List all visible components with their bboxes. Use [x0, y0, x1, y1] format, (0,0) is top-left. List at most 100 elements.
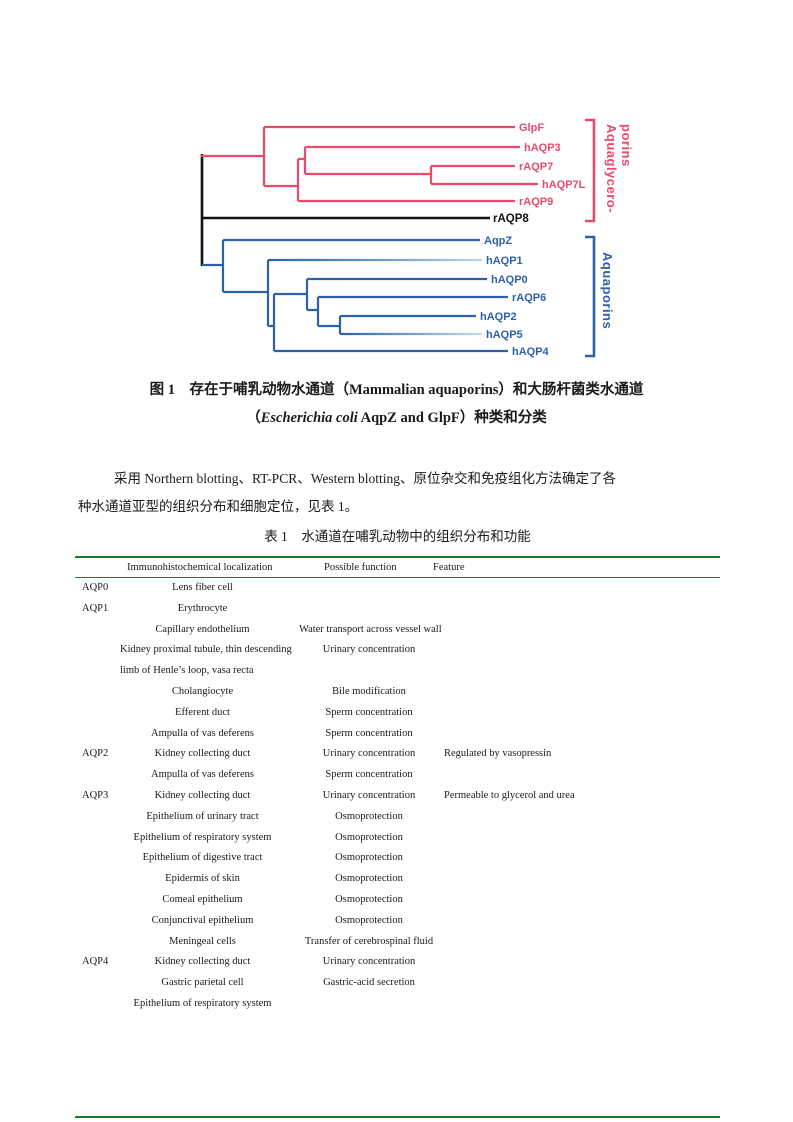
group-label-aquaglyceroporins-line1: Aquaglycero- [604, 124, 619, 214]
cell-function: Urinary concentration [322, 956, 416, 968]
cell-feature: Regulated by vasopressin [444, 748, 552, 760]
cell-aqp-label [82, 765, 122, 786]
cell-localization: Gastric parietal cell [161, 977, 244, 989]
cell-aqp-label [82, 620, 122, 641]
cell-function: Osmoprotection [335, 914, 403, 926]
table-row: AQP4 Kidney collecting duct Urinary concen… [75, 952, 720, 973]
cell-function: Water transport across vessel wall [299, 623, 442, 635]
taxon-label-haqp4: hAQP4 [512, 346, 550, 358]
cell-localization: Comeal epithelium [162, 893, 243, 905]
cell-function: Urinary concentration [322, 789, 416, 801]
cell-localization: Erythrocyte [177, 602, 228, 614]
cell-localization: Ampulla of vas deferens [151, 769, 254, 781]
cell-aqp-label [82, 640, 122, 661]
table-row: Meningeal cells Transfer of cerebrospinal… [75, 932, 720, 953]
cell-function: Transfer of cerebrospinal fluid [304, 935, 434, 947]
column-header-function: Possible function [324, 562, 397, 573]
cell-feature [444, 807, 714, 828]
cell-aqp-label [82, 994, 122, 1015]
cell-function: Bile modification [332, 685, 406, 697]
figure-caption-line1: 图 1 存在于哺乳动物水通道（Mammalian aquaporins）和大肠杆… [149, 382, 644, 398]
cell-localization: Kidney proximal tubule, thin descending [120, 644, 292, 656]
cell-localization: Kidney collecting duct [154, 789, 251, 801]
cell-localization: limb of Henle’s loop, vasa recta [120, 665, 254, 677]
cell-aqp-label [82, 682, 122, 703]
cell-localization: Kidney collecting duct [154, 748, 251, 760]
cell-feature [444, 911, 714, 932]
cell-function: Urinary concentration [322, 644, 416, 656]
table-row: AQP3 Kidney collecting duct Urinary concen… [75, 786, 720, 807]
cell-feature [444, 973, 714, 994]
cell-localization: Capillary endothelium [155, 623, 250, 635]
cell-function: Osmoprotection [335, 810, 403, 822]
red-clade-bracket [585, 118, 596, 223]
cell-aqp-label: AQP0 [82, 582, 109, 593]
taxon-label-raqp8: rAQP8 [493, 213, 529, 225]
cell-aqp-label [82, 807, 122, 828]
table-row: Epithelium of urinary tract Osmoprotectio… [75, 807, 720, 828]
cell-function [299, 599, 439, 620]
cell-localization: Kidney collecting duct [154, 956, 251, 968]
body-paragraph-line2: 种水通道亚型的组织分布和细胞定位，见表 1。 [78, 499, 359, 514]
group-label-aquaporins: Aquaporins [600, 252, 615, 330]
table-row: Ampulla of vas deferens Sperm concentrati… [75, 765, 720, 786]
cell-feature [444, 620, 714, 641]
taxon-label-aqpz: AqpZ [484, 235, 512, 247]
cell-feature [444, 932, 714, 953]
cell-function: Osmoprotection [335, 893, 403, 905]
cell-aqp-label [82, 869, 122, 890]
cell-localization: Epithelium of digestive tract [142, 852, 263, 864]
cell-aqp-label [82, 828, 122, 849]
cell-aqp-label: AQP1 [82, 602, 109, 614]
cell-function: Sperm concentration [325, 727, 413, 739]
taxon-label-haqp7l: hAQP7L [542, 179, 586, 191]
taxon-label-haqp1: hAQP1 [486, 255, 523, 267]
tree-root-branches [200, 154, 490, 266]
cell-feature [444, 890, 714, 911]
cell-localization: Meningeal cells [169, 935, 236, 947]
cell-feature [444, 828, 714, 849]
taxon-label-raqp9: rAQP9 [519, 196, 553, 208]
group-label-aquaglyceroporins-line2: porins [619, 124, 634, 167]
table-title: 表 1 水通道在哺乳动物中的组织分布和功能 [264, 529, 531, 544]
cell-feature [444, 848, 714, 869]
cell-feature [444, 661, 714, 682]
cell-function [299, 578, 439, 599]
cell-feature [444, 765, 714, 786]
tree-red-clade [201, 125, 538, 203]
cell-aqp-label [82, 890, 122, 911]
group-label-aquaglyceroporins: Aquaglycero- porins [604, 124, 634, 234]
cell-aqp-label: AQP4 [82, 956, 109, 968]
cell-aqp-label [82, 911, 122, 932]
cell-localization: Lens fiber cell [172, 582, 233, 593]
cell-aqp-label: AQP3 [82, 789, 109, 801]
taxon-label-haqp3: hAQP3 [524, 142, 561, 154]
taxon-label-raqp6: rAQP6 [512, 292, 546, 304]
cell-feature [444, 578, 714, 599]
cell-function: Sperm concentration [325, 769, 413, 781]
cell-aqp-label [82, 973, 122, 994]
taxon-label-haqp2: hAQP2 [480, 311, 517, 323]
cell-feature: Permeable to glycerol and urea [444, 789, 575, 801]
cell-feature [444, 724, 714, 745]
cell-function: Urinary concentration [322, 748, 416, 760]
cell-aqp-label: AQP2 [82, 748, 109, 760]
cell-localization: Efferent duct [175, 706, 230, 718]
table-row: Kidney proximal tubule, thin descending U… [75, 640, 720, 661]
table-row: Capillary endothelium Water transport acr… [75, 620, 720, 641]
caption-paren: （ [246, 410, 261, 426]
caption-rest: AqpZ and GlpF）种类和分类 [357, 410, 547, 426]
phylogenetic-tree: GlpF hAQP3 rAQP7 hAQP7L rAQP9 rAQP8 AqpZ… [200, 118, 596, 358]
cell-localization: Epithelium of urinary tract [146, 810, 259, 822]
cell-function [299, 661, 439, 682]
cell-function: Osmoprotection [335, 831, 403, 843]
column-header-feature: Feature [433, 562, 465, 573]
